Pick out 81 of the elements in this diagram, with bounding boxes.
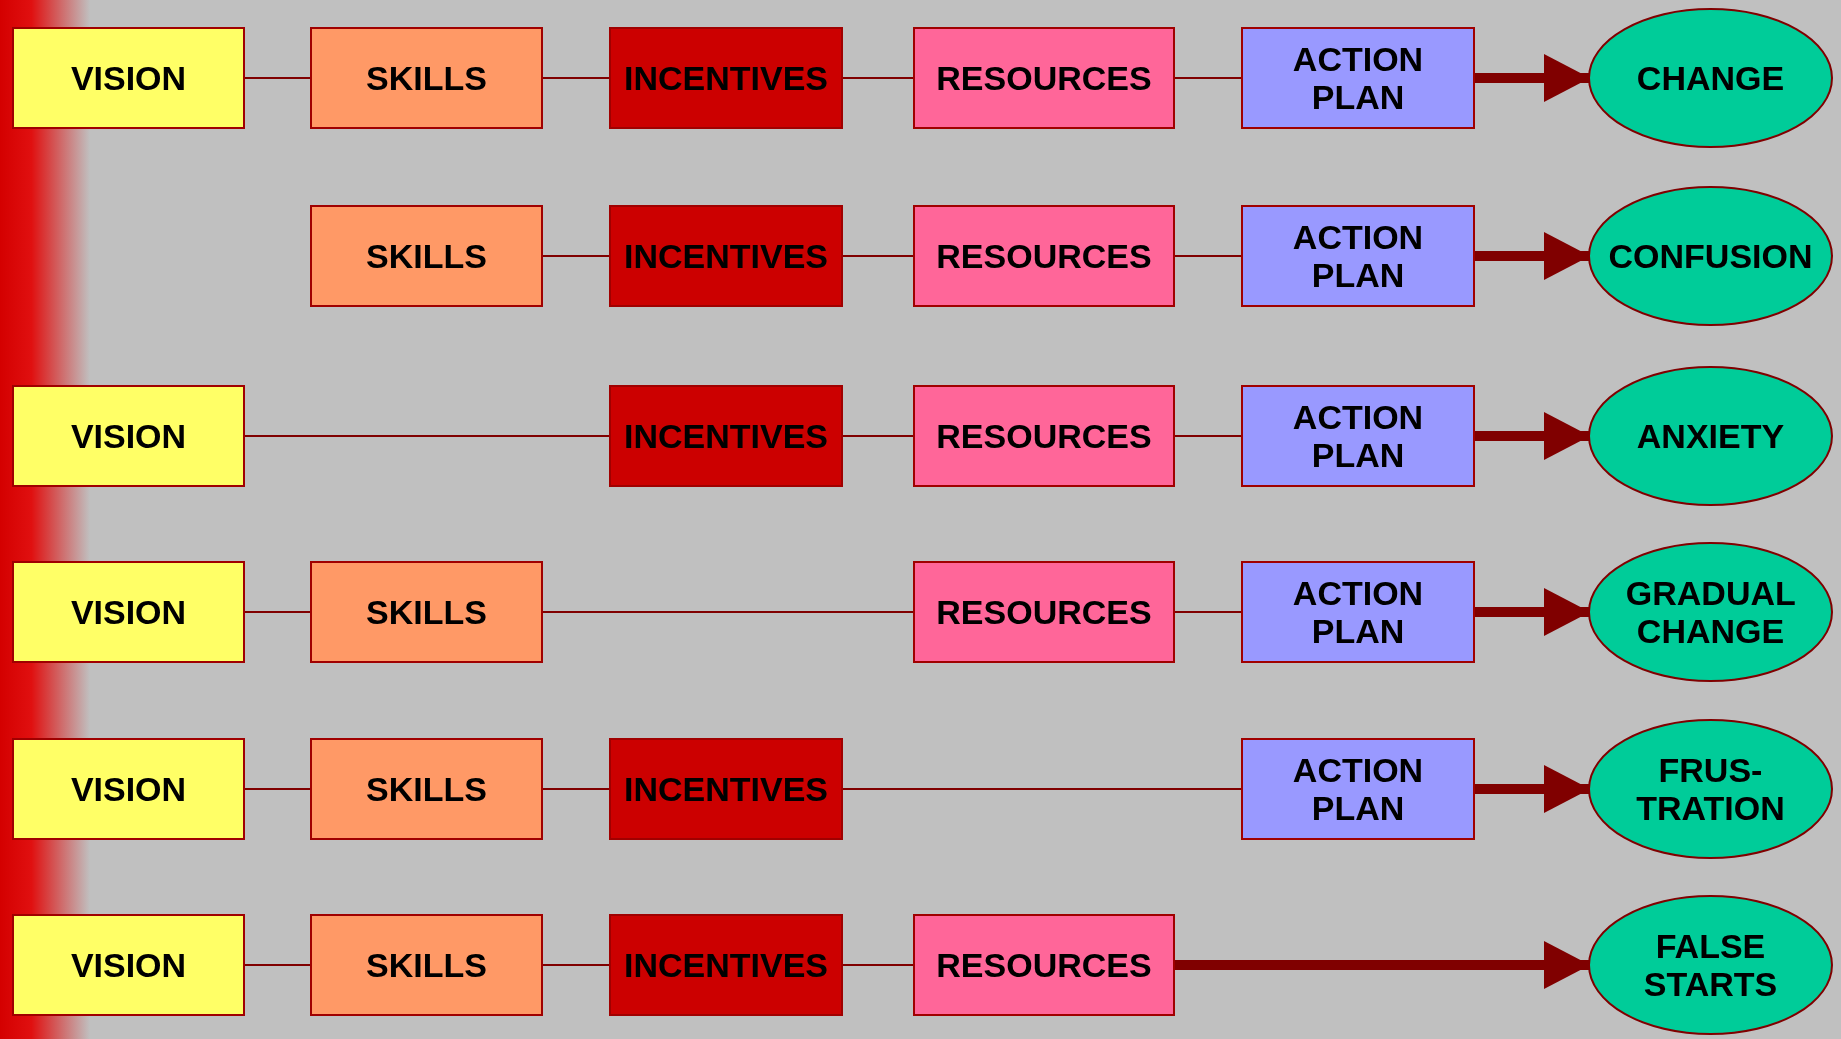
connector-line xyxy=(542,964,611,966)
node-label: VISION xyxy=(70,770,187,808)
connector-line xyxy=(244,611,312,613)
factor-box xyxy=(913,561,1175,663)
node-label: SKILLS xyxy=(366,770,487,808)
connector-line xyxy=(1174,255,1243,257)
connector-line xyxy=(842,788,1243,790)
thick-arrow xyxy=(1475,765,1590,813)
connector-line xyxy=(842,435,915,437)
factor-box xyxy=(913,914,1175,1016)
thick-arrow xyxy=(1475,54,1590,102)
factor-box xyxy=(310,914,543,1016)
factor-box xyxy=(12,561,245,663)
node-label: RESOURCES xyxy=(936,237,1152,275)
factor-box xyxy=(310,27,543,129)
node-label: VISION xyxy=(70,417,187,455)
factor-box xyxy=(1241,738,1475,840)
node-label: ACTION PLAN xyxy=(1292,40,1424,116)
connector-line xyxy=(842,77,915,79)
node-label: VISION xyxy=(70,593,187,631)
node-label: SKILLS xyxy=(366,237,487,275)
node-label: INCENTIVES xyxy=(623,946,828,984)
factor-box xyxy=(12,385,245,487)
connector-line xyxy=(244,435,611,437)
factor-box xyxy=(913,205,1175,307)
thick-arrow xyxy=(1475,412,1590,460)
factor-box xyxy=(1241,27,1475,129)
connector-line xyxy=(842,964,915,966)
connector-line xyxy=(1174,611,1243,613)
node-label: FALSE STARTS xyxy=(1643,927,1778,1003)
node-label: CONFUSION xyxy=(1608,237,1813,275)
connector-line xyxy=(1174,435,1243,437)
factor-box xyxy=(12,914,245,1016)
node-label: ACTION PLAN xyxy=(1292,398,1424,474)
factor-box xyxy=(310,738,543,840)
node-label: INCENTIVES xyxy=(623,237,828,275)
factor-box xyxy=(12,738,245,840)
factor-box xyxy=(609,385,843,487)
factor-box xyxy=(609,738,843,840)
node-label: GRADUAL CHANGE xyxy=(1625,574,1796,650)
node-label: ANXIETY xyxy=(1636,417,1785,455)
factor-box xyxy=(913,385,1175,487)
node-label: CHANGE xyxy=(1636,59,1785,97)
factor-box xyxy=(1241,385,1475,487)
factor-box xyxy=(1241,205,1475,307)
node-label: INCENTIVES xyxy=(623,59,828,97)
connector-line xyxy=(542,77,611,79)
thick-arrow xyxy=(1475,588,1590,636)
connector-line xyxy=(842,255,915,257)
node-label: INCENTIVES xyxy=(623,417,828,455)
node-label: SKILLS xyxy=(366,946,487,984)
node-label: ACTION PLAN xyxy=(1292,218,1424,294)
connector-line xyxy=(542,788,611,790)
node-label: SKILLS xyxy=(366,593,487,631)
factor-box xyxy=(12,27,245,129)
factor-box xyxy=(310,561,543,663)
factor-box xyxy=(609,914,843,1016)
factor-box xyxy=(310,205,543,307)
factor-box xyxy=(609,205,843,307)
node-label: RESOURCES xyxy=(936,417,1152,455)
connector-line xyxy=(244,788,312,790)
node-label: RESOURCES xyxy=(936,946,1152,984)
factor-box xyxy=(609,27,843,129)
node-label: SKILLS xyxy=(366,59,487,97)
node-label: ACTION PLAN xyxy=(1292,751,1424,827)
node-label: FRUS- TRATION xyxy=(1636,751,1785,827)
node-label: INCENTIVES xyxy=(623,770,828,808)
node-label: RESOURCES xyxy=(936,59,1152,97)
thick-arrow xyxy=(1475,232,1590,280)
node-label: RESOURCES xyxy=(936,593,1152,631)
node-label: VISION xyxy=(70,59,187,97)
connector-line xyxy=(542,255,611,257)
thick-arrow xyxy=(1175,941,1590,989)
node-label: ACTION PLAN xyxy=(1292,574,1424,650)
connector-line xyxy=(244,77,312,79)
connector-line xyxy=(542,611,915,613)
factor-box xyxy=(913,27,1175,129)
factor-box xyxy=(1241,561,1475,663)
connector-line xyxy=(1174,77,1243,79)
connector-line xyxy=(244,964,312,966)
node-label: VISION xyxy=(70,946,187,984)
